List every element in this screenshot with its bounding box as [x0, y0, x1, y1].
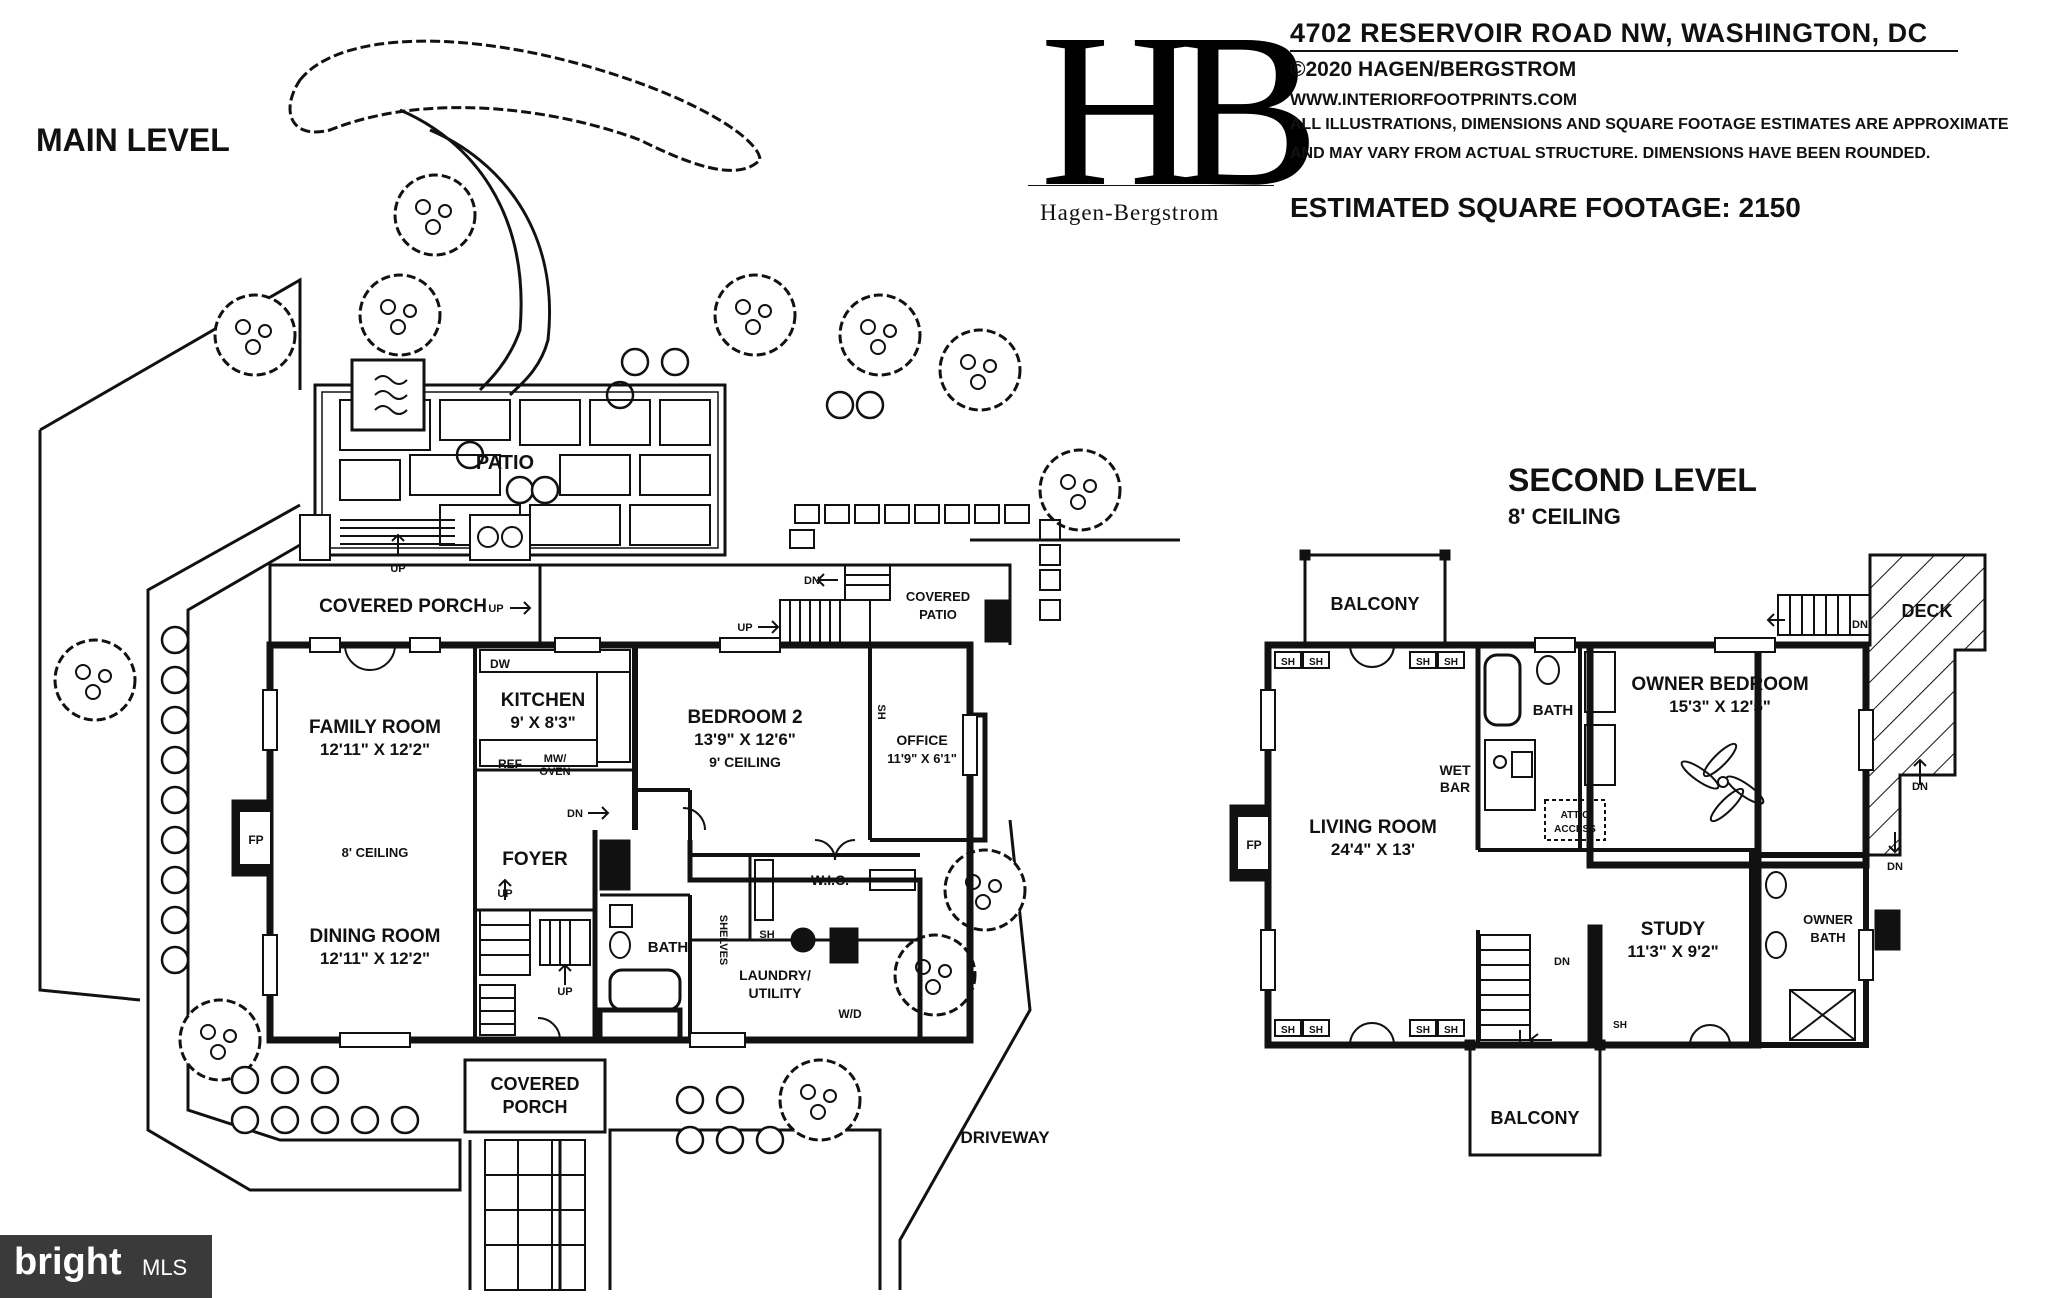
label-sh-5: SH [1281, 1025, 1295, 1036]
label-sh-4: SH [1444, 657, 1458, 668]
label-dn-rear: DN [1887, 861, 1903, 873]
label-fp-upper: FP [1246, 838, 1261, 852]
second-level-walls [1229, 549, 1987, 1157]
label-sh-8: SH [1444, 1025, 1458, 1036]
label-up-patio: UP [390, 563, 405, 575]
label-covered-porch-back: COVERED PORCH [319, 596, 487, 617]
address-underline [1290, 50, 1958, 52]
logo-brand: Hagen-Bergstrom [1040, 200, 1220, 225]
label-bath: BATH [648, 939, 689, 956]
square-footage: ESTIMATED SQUARE FOOTAGE: 2150 [1290, 192, 1801, 223]
label-covered-porch-front-1: COVERED [490, 1074, 579, 1094]
label-attic-2: ACCESS [1554, 824, 1596, 835]
label-office-dim: 11'9" X 6'1" [887, 751, 957, 766]
label-bath-upper: BATH [1533, 702, 1574, 719]
disclaimer-line-1: ALL ILLUSTRATIONS, DIMENSIONS AND SQUARE… [1290, 116, 2009, 133]
label-dn-deck-2: DN [1912, 781, 1928, 793]
label-shelves: SHELVES [717, 915, 729, 966]
label-mw: MW/ [544, 753, 567, 765]
label-ref: REF [498, 757, 522, 771]
label-wd: W/D [838, 1007, 862, 1021]
label-sh-2: SH [1309, 657, 1323, 668]
mls-brand: bright [14, 1241, 122, 1283]
label-balcony-top: BALCONY [1331, 594, 1420, 614]
label-wic: W.I.C. [811, 872, 849, 888]
label-dn-deck: DN [1852, 619, 1868, 631]
label-fp-main: FP [248, 833, 263, 847]
label-owner-bath-2: BATH [1810, 930, 1845, 945]
label-bedroom-2: BEDROOM 2 [687, 707, 802, 728]
label-balcony-bottom: BALCONY [1491, 1108, 1580, 1128]
label-dn-foyer: DN [567, 808, 583, 820]
ceiling-fan-icon [1680, 742, 1765, 823]
label-up-foyer: UP [497, 888, 512, 900]
label-up-porch: UP [488, 603, 503, 615]
second-level-title: SECOND LEVEL [1508, 462, 1757, 498]
main-level-walls [231, 533, 1012, 1291]
label-bedroom-2-dim: 13'9" X 12'6" [694, 730, 796, 749]
label-sh-7: SH [1416, 1025, 1430, 1036]
label-foyer: FOYER [502, 849, 568, 870]
label-study: STUDY [1641, 919, 1706, 940]
label-laundry-2: UTILITY [749, 985, 803, 1001]
disclaimer-line-2: AND MAY VARY FROM ACTUAL STRUCTURE. DIME… [1290, 145, 1931, 162]
label-sh-9: SH [1613, 1020, 1627, 1031]
label-attic-1: ATTIC [1561, 810, 1590, 821]
label-driveway: DRIVEWAY [960, 1128, 1050, 1147]
label-covered-patio-1: COVERED [906, 589, 970, 604]
label-sh-office: SH [875, 704, 887, 719]
label-owner-bath-1: OWNER [1803, 912, 1853, 927]
label-sh-6: SH [1309, 1025, 1323, 1036]
label-kitchen: KITCHEN [501, 690, 585, 711]
label-dining-room-dim: 12'11" X 12'2" [320, 949, 430, 968]
label-covered-porch-front-2: PORCH [502, 1097, 567, 1117]
label-ceiling-8: 8' CEILING [342, 845, 409, 860]
copyright-notice: ©2020 HAGEN/BERGSTROM [1290, 58, 1577, 81]
main-level-title: MAIN LEVEL [36, 122, 230, 158]
main-level-labels: PATIO COVERED PORCH COVERED PATIO KITCHE… [248, 452, 1050, 1147]
label-family-room: FAMILY ROOM [309, 717, 441, 738]
label-sh-wic: SH [759, 929, 774, 941]
label-family-room-dim: 12'11" X 12'2" [320, 740, 430, 759]
label-patio: PATIO [476, 452, 534, 474]
trees [53, 173, 1122, 1142]
label-owner-bedroom-dim: 15'3" X 12'5" [1669, 697, 1771, 716]
label-kitchen-dim: 9' X 8'3" [510, 713, 575, 732]
label-wet-1: WET [1439, 762, 1471, 778]
label-owner-bedroom: OWNER BEDROOM [1631, 674, 1808, 695]
label-wet-2: BAR [1440, 779, 1470, 795]
label-ceiling-9: 9' CEILING [709, 754, 781, 770]
label-deck: DECK [1901, 601, 1952, 621]
label-dining-room: DINING ROOM [310, 926, 441, 947]
property-address: 4702 RESERVOIR ROAD NW, WASHINGTON, DC [1290, 18, 1928, 48]
second-level-ceiling: 8' CEILING [1508, 504, 1621, 529]
label-office: OFFICE [896, 732, 947, 748]
label-dw: DW [490, 657, 511, 671]
label-up-front: UP [557, 986, 572, 998]
label-laundry-1: LAUNDRY/ [739, 967, 811, 983]
label-oven: OVEN [539, 766, 570, 778]
mls-watermark: bright MLS [0, 1235, 212, 1298]
label-dn-stairs: DN [1554, 956, 1570, 968]
logo-rule [1028, 185, 1274, 186]
label-sh-3: SH [1416, 657, 1430, 668]
label-study-dim: 11'3" X 9'2" [1627, 942, 1718, 961]
mls-suffix: MLS [142, 1255, 188, 1280]
patio-area [299, 358, 1061, 621]
label-living-room-dim: 24'4" X 13' [1331, 840, 1415, 859]
label-covered-patio-2: PATIO [919, 607, 957, 622]
main-level-landscape [38, 39, 1180, 1290]
label-dn-covered-patio: DN [804, 575, 820, 587]
label-living-room: LIVING ROOM [1309, 817, 1437, 838]
website-link[interactable]: WWW.INTERIORFOOTPRINTS.COM [1290, 90, 1578, 109]
logo-monogram: HB [1040, 0, 1320, 232]
second-level-labels: BALCONY DECK OWNER BEDROOM 15'3" X 12'5"… [1246, 594, 1952, 1128]
label-sh-1: SH [1281, 657, 1295, 668]
label-up-covered-patio: UP [737, 622, 752, 634]
